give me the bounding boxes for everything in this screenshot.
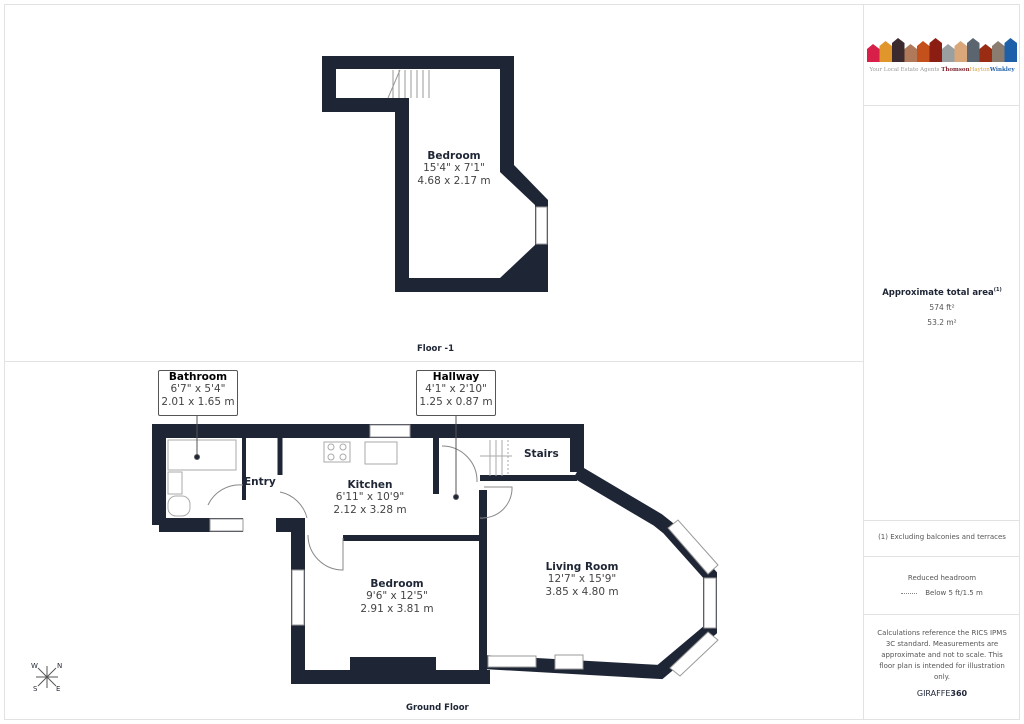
window (535, 206, 548, 245)
panel-divider (863, 4, 864, 720)
bathtub (167, 439, 237, 471)
room-imperial: 9'6" x 12'5" (366, 590, 428, 602)
panel-divider (864, 556, 1020, 557)
room-label-hallway: Hallway 4'1" x 2'10" 1.25 x 0.87 m (416, 370, 496, 416)
hob (323, 441, 351, 463)
compass-n: N (57, 662, 63, 670)
outer-wall-top (152, 424, 584, 525)
room-imperial: 12'7" x 15'9" (547, 573, 617, 585)
toilet (167, 495, 191, 517)
logo-house (892, 38, 905, 62)
room-imperial: 6'11" x 10'9" (335, 491, 405, 503)
room-name: Living Room (545, 561, 619, 573)
headroom-title: Reduced headroom (907, 574, 977, 582)
floor-divider (4, 361, 863, 362)
headroom-legend: Below 5 ft/1.5 m (864, 588, 1020, 599)
total-area-title: Approximate total area(1) (864, 285, 1020, 299)
interior-walls (242, 438, 577, 677)
outer-wall-living (482, 465, 717, 680)
room-imperial: 4'1" x 2'10" (425, 383, 487, 395)
area-ft: 574 ft² (929, 303, 955, 312)
room-imperial: 15'4" x 7'1" (423, 162, 485, 174)
logo-house (917, 41, 930, 62)
room-metric: 2.01 x 1.65 m (161, 396, 235, 408)
windows (209, 424, 719, 677)
fixtures (167, 439, 512, 517)
room-imperial: 6'7" x 5'4" (170, 383, 226, 395)
agent-logo (867, 36, 1017, 70)
room-name: Kitchen (347, 479, 393, 491)
logo-house (904, 44, 917, 62)
doors (207, 445, 513, 571)
logo-house (967, 38, 980, 62)
room-metric: 2.91 x 3.81 m (360, 603, 434, 615)
room-name: Hallway (432, 371, 480, 383)
brand-hayton: Hayton (969, 67, 990, 73)
logo-house (954, 41, 967, 62)
sink (167, 471, 183, 495)
brand-thomson: Thomson (941, 67, 970, 73)
room-metric: 3.85 x 4.80 m (545, 586, 619, 598)
brand-b: 360 (950, 689, 968, 698)
logo-house (867, 44, 880, 62)
giraffe360-logo: GIRAFFE360 (864, 688, 1020, 699)
room-label-stairs: Stairs (524, 448, 559, 460)
kitchen-sink (364, 441, 398, 465)
panel-divider (864, 520, 1020, 521)
brand-a: GIRAFFE (916, 689, 951, 698)
compass-e: E (56, 685, 61, 693)
floor-label-upper: Floor -1 (417, 344, 454, 354)
logo-house (879, 41, 892, 62)
total-area-title-text: Approximate total area (882, 287, 994, 298)
logo-house (992, 41, 1005, 62)
upper-floor-interior (336, 69, 535, 278)
upper-floor-walls (322, 56, 548, 292)
logo-houses (867, 38, 1017, 62)
panel-divider (864, 105, 1020, 106)
page-frame (4, 4, 1020, 720)
room-metric: 4.68 x 2.17 m (417, 175, 491, 187)
brand-winkley: Winkley (989, 67, 1015, 73)
floor-label-ground: Ground Floor (406, 703, 469, 713)
compass-s: S (33, 685, 38, 693)
logo-house (929, 38, 942, 62)
footnote-mark: (1) (993, 287, 1002, 293)
room-label-upper-bedroom: Bedroom 15'4" x 7'1" 4.68 x 2.17 m (404, 150, 504, 188)
room-label-living-room: Living Room 12'7" x 15'9" 3.85 x 4.80 m (532, 561, 632, 599)
compass-rose (36, 666, 58, 688)
room-metric: 2.12 x 3.28 m (333, 504, 407, 516)
logo-tagline: Your Local Estate Agents ThomsonHaytonWi… (864, 65, 1020, 76)
upper-stairs (387, 69, 430, 99)
tagline: Your Local Estate Agents (869, 67, 940, 73)
room-label-bedroom: Bedroom 9'6" x 12'5" 2.91 x 3.81 m (347, 578, 447, 616)
room-label-kitchen: Kitchen 6'11" x 10'9" 2.12 x 3.28 m (320, 479, 420, 517)
headroom-legend-text: Below 5 ft/1.5 m (925, 589, 983, 597)
room-name: Bedroom (427, 150, 481, 162)
logo-house (1004, 38, 1017, 62)
excluding-note: (1) Excluding balconies and terraces (878, 533, 1006, 541)
logo-house (979, 44, 992, 62)
label-leaders (194, 415, 459, 500)
room-metric: 1.25 x 0.87 m (419, 396, 493, 408)
disclaimer: Calculations reference the RICS IPMS 3C … (877, 629, 1007, 681)
dotted-line-icon (901, 592, 918, 594)
area-m: 53.2 m² (927, 318, 957, 327)
compass-w: W (31, 662, 38, 670)
room-name: Bathroom (168, 371, 228, 383)
panel-divider (864, 614, 1020, 615)
room-label-entry: Entry (244, 476, 276, 488)
logo-house (942, 44, 955, 62)
room-label-bathroom: Bathroom 6'7" x 5'4" 2.01 x 1.65 m (158, 370, 238, 416)
room-name: Bedroom (370, 578, 424, 590)
